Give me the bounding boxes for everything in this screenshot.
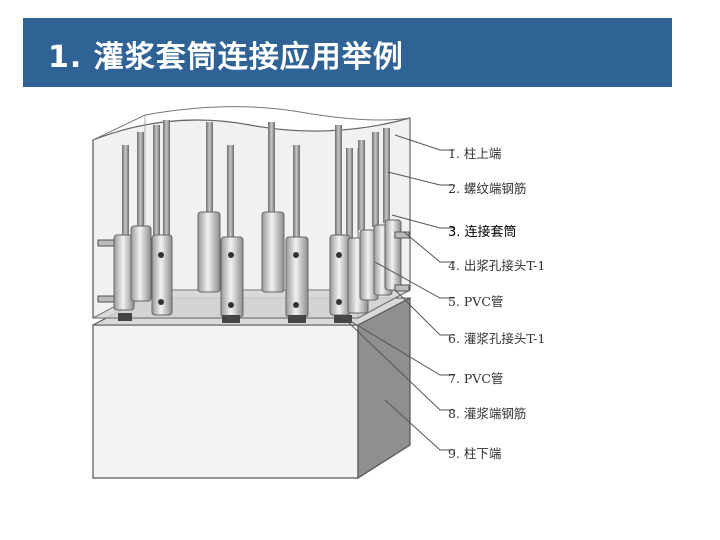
label-threaded-rebar: 2. 螺纹端钢筋	[448, 181, 527, 196]
page-title: 1. 灌浆套筒连接应用举例	[48, 40, 404, 75]
label-pvc-pipe-lower: 7. PVC管	[448, 371, 504, 386]
title-bar: 1. 灌浆套筒连接应用举例	[23, 18, 672, 87]
label-upper-column: 1. 柱上端	[448, 146, 502, 161]
label-pvc-pipe-upper: 5. PVC管	[448, 294, 504, 309]
lower-column	[92, 297, 411, 480]
label-grouted-rebar: 8. 灌浆端钢筋	[448, 406, 527, 421]
leader-lines	[341, 134, 455, 451]
rebar-and-sleeves	[97, 120, 410, 323]
label-connecting-sleeve: 3. 连接套筒	[448, 225, 517, 240]
label-outlet-joint: 4. 出浆孔接头T-1	[448, 258, 546, 273]
label-lower-column: 9. 柱下端	[448, 446, 502, 461]
label-grout-inlet-joint: 6. 灌浆孔接头T-1	[448, 331, 546, 346]
